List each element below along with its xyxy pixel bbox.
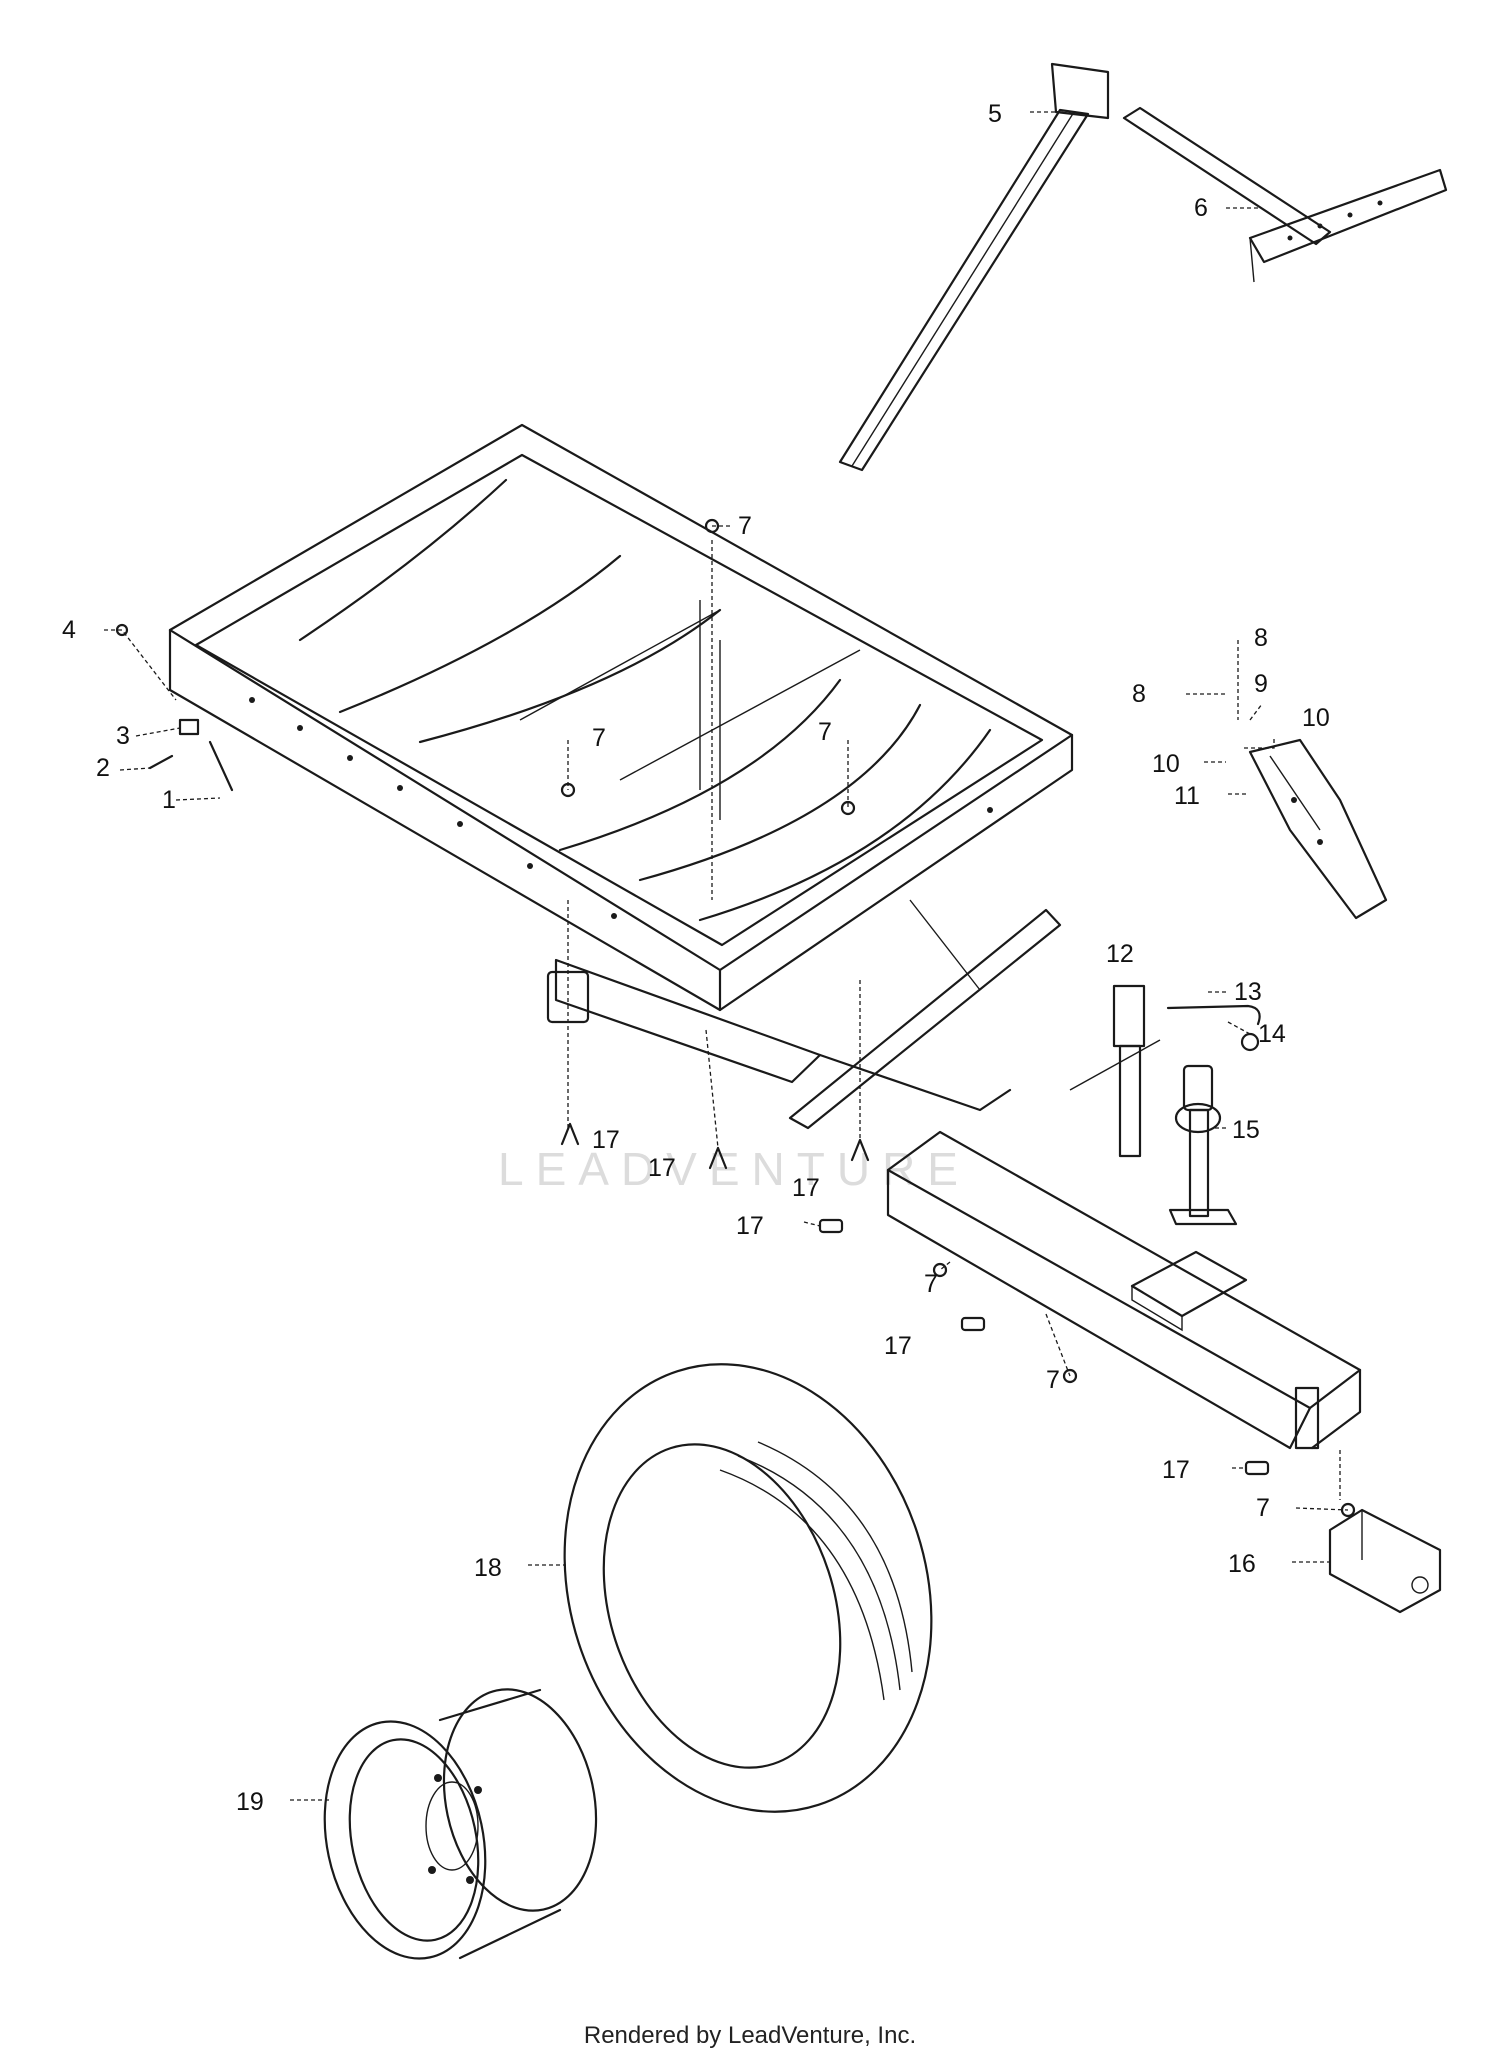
callout-7-d: 7 (924, 1270, 938, 1298)
callout-5: 5 (988, 100, 1002, 128)
callout-4: 4 (62, 616, 76, 644)
drawbar-a-frame (546, 899, 1062, 1130)
callout-13: 13 (1234, 978, 1262, 1006)
callout-16: 16 (1228, 1550, 1256, 1578)
pin-clip-14 (1240, 1032, 1260, 1052)
callout-9: 9 (1254, 670, 1268, 698)
callout-labels: 1 2 3 4 5 6 7 7 7 7 7 7 8 8 9 10 10 11 1… (62, 100, 1330, 1816)
jack-stand-15 (1168, 1064, 1238, 1226)
footer-credit: Rendered by LeadVenture, Inc. (583, 2022, 917, 2049)
callout-10-b: 10 (1152, 750, 1180, 778)
leader-lines (104, 111, 1349, 1801)
callout-7-b: 7 (592, 724, 606, 752)
hitch-pin-13 (1166, 1004, 1261, 1026)
callout-7-c: 7 (818, 718, 832, 746)
callout-17-d: 17 (736, 1212, 764, 1240)
callout-8-b: 8 (1132, 680, 1146, 708)
callout-12: 12 (1106, 940, 1134, 968)
callout-7-f: 7 (1256, 1494, 1270, 1522)
callout-17-c: 17 (792, 1174, 820, 1202)
callout-17-b: 17 (648, 1154, 676, 1182)
cross-bar (1122, 106, 1448, 283)
callout-17-f: 17 (1162, 1456, 1190, 1484)
mount-bracket (1248, 738, 1388, 920)
callout-2: 2 (96, 754, 110, 782)
callout-1: 1 (162, 786, 176, 814)
callout-10-a: 10 (1302, 704, 1330, 732)
watermark: LEADVENTURE (498, 1143, 970, 1195)
callout-7-a: 7 (738, 512, 752, 540)
fastener-parts (115, 518, 1356, 1518)
callout-3: 3 (116, 722, 130, 750)
main-frame (168, 423, 1074, 1012)
callout-19: 19 (236, 1788, 264, 1816)
tire (563, 1363, 933, 1813)
jack-stand-12 (1069, 984, 1161, 1158)
callout-11: 11 (1174, 782, 1200, 810)
callout-17-e: 17 (884, 1332, 912, 1360)
callout-14: 14 (1258, 1020, 1286, 1048)
hitch-clevis (1328, 1508, 1442, 1614)
diagonal-brace (838, 62, 1110, 472)
callout-8-a: 8 (1254, 624, 1268, 652)
callout-15: 15 (1232, 1116, 1260, 1144)
tongue-beam (886, 1130, 1362, 1450)
wheel-rim (323, 1688, 598, 1960)
callout-6: 6 (1194, 194, 1208, 222)
callout-7-e: 7 (1046, 1366, 1060, 1394)
callout-18: 18 (474, 1554, 502, 1582)
callout-17-a: 17 (592, 1126, 620, 1154)
